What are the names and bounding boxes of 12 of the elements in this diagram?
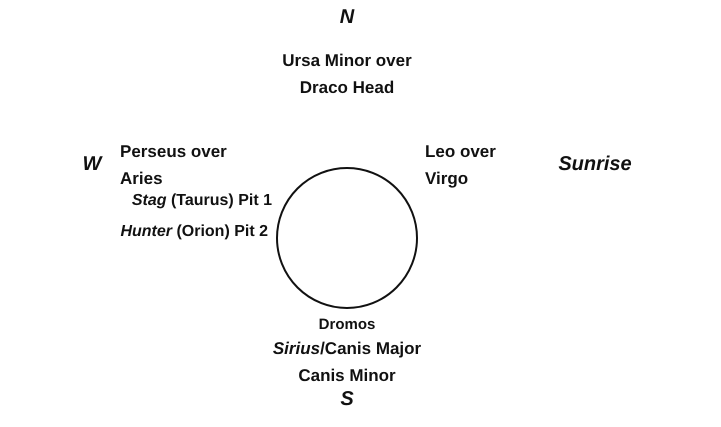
constellation-label: Sirius/Canis Major — [272, 338, 422, 360]
constellation-label: Hunter (Orion) Pit 2 — [119, 222, 268, 242]
constellation-label: Leo over Virgo — [425, 141, 497, 190]
compass-direction: S — [339, 387, 355, 412]
constellation-label: Canis Minor — [297, 365, 397, 387]
feature-label: Dromos — [318, 315, 376, 335]
constellation-label: Perseus over Aries — [120, 141, 228, 190]
compass-direction: N — [338, 5, 356, 30]
direction-label: Sunrise — [557, 152, 633, 177]
constellation-label: Stag (Taurus) Pit 1 — [130, 191, 272, 211]
constellation-label: Ursa Minor over Draco Head — [281, 50, 413, 99]
compass-direction: W — [82, 152, 104, 177]
